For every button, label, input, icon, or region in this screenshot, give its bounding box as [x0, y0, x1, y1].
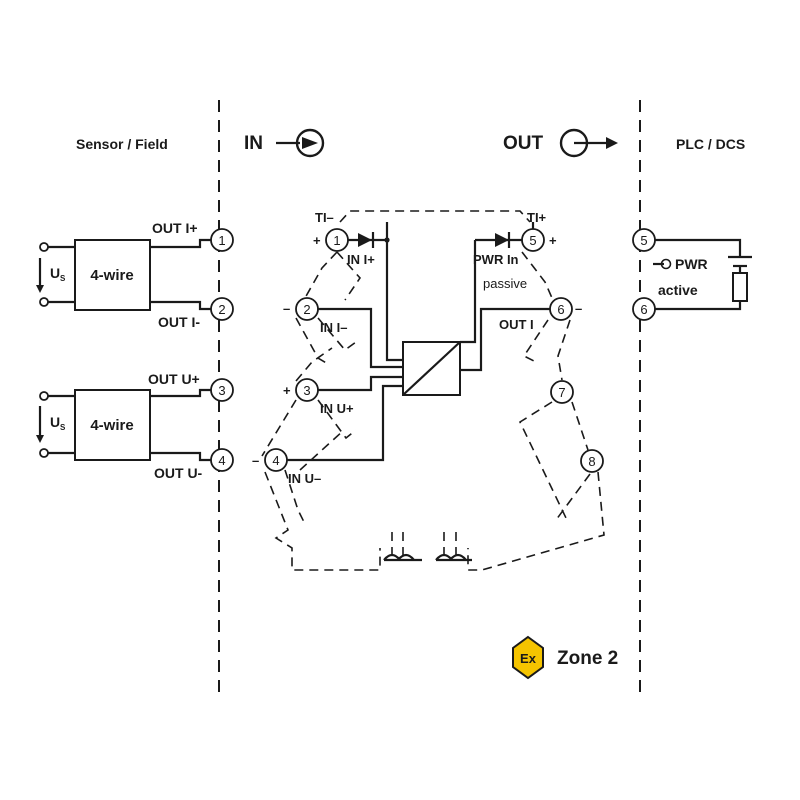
out-i-label: OUT I — [499, 317, 534, 332]
module-terminal-7-number: 7 — [558, 385, 565, 400]
terminal-2-polarity: – — [283, 301, 290, 316]
header-sensor-field: Sensor / Field — [76, 136, 168, 152]
in-u-plus-circuit: + 3 IN U+ — [283, 375, 403, 416]
out-u-plus-label: OUT U+ — [148, 371, 200, 387]
in-i-plus-label: IN I+ — [347, 252, 375, 267]
terminal-5-polarity: + — [549, 233, 557, 248]
in-i-minus-circuit: – 2 IN I– — [283, 297, 403, 369]
terminal-4-polarity: – — [252, 453, 259, 468]
out-i-minus-label: OUT I- — [158, 314, 200, 330]
module-terminal-4-number: 4 — [272, 453, 279, 468]
in-u-plus-label: IN U+ — [320, 401, 354, 416]
terminal-3-polarity: + — [283, 383, 291, 398]
supply-voltage-subscript-1: S — [60, 274, 66, 283]
plc-terminal-5: 5 — [632, 228, 656, 252]
zone-label: Zone 2 — [557, 648, 618, 669]
header-in: IN — [244, 133, 263, 154]
module-terminal-5-number: 5 — [529, 233, 536, 248]
pwr-in-passive-circuit: 5 + PWR In passive — [460, 222, 557, 344]
out-arrow-icon — [559, 128, 618, 158]
terminal-8: 8 — [580, 449, 604, 473]
pwr-in-label: PWR In — [473, 252, 519, 267]
header-plc-dcs: PLC / DCS — [676, 136, 745, 152]
plc-terminal-6-number: 6 — [640, 302, 647, 317]
field-terminal-1: 1 — [210, 228, 234, 252]
sensor-current-label: 4-wire — [90, 267, 133, 284]
module-top-dashed — [339, 210, 531, 223]
module-terminal-6-number: 6 — [557, 302, 564, 317]
module-terminal-3-number: 3 — [303, 383, 310, 398]
passive-label: passive — [483, 276, 527, 291]
signal-converter-icon — [402, 341, 461, 396]
sensor-voltage-4wire: 4-wire U S OUT U+ OUT U- — [36, 371, 211, 481]
field-terminal-4-number: 4 — [218, 453, 225, 468]
in-i-plus-circuit: + 1 IN I+ — [313, 222, 403, 362]
module-housing-dashed — [261, 251, 605, 571]
module-terminal-8-number: 8 — [588, 454, 595, 469]
module-terminal-2-number: 2 — [303, 302, 310, 317]
supply-voltage-label-2: U — [50, 414, 60, 430]
field-terminal-2-number: 2 — [218, 302, 225, 317]
active-label: active — [658, 282, 698, 298]
field-terminal-1-number: 1 — [218, 233, 225, 248]
bottom-switch-group — [383, 532, 472, 562]
header-out: OUT — [503, 133, 544, 154]
field-terminal-3-number: 3 — [218, 383, 225, 398]
pwr-active-icon — [653, 258, 672, 270]
field-terminal-3: 3 — [210, 378, 234, 402]
out-u-minus-label: OUT U- — [154, 465, 203, 481]
ex-zone-badge: Ex Zone 2 — [512, 635, 618, 680]
supply-voltage-subscript-2: S — [60, 423, 66, 432]
terminal-6-polarity: – — [575, 301, 582, 316]
out-i-plus-label: OUT I+ — [152, 220, 198, 236]
plc-terminal-6: 6 — [632, 297, 656, 321]
sensor-current-4wire: 4-wire U S OUT I+ OUT I- — [36, 220, 211, 330]
field-terminal-4: 4 — [210, 448, 234, 472]
ti-minus-label: TI– — [315, 210, 334, 225]
ti-plus-label: TI+ — [527, 210, 547, 225]
terminal-7: 7 — [550, 380, 574, 404]
supply-voltage-label-1: U — [50, 265, 60, 281]
pwr-label: PWR — [675, 256, 708, 272]
sensor-voltage-label: 4-wire — [90, 417, 133, 434]
in-arrow-icon — [276, 128, 325, 158]
in-i-minus-label: IN I– — [320, 320, 347, 335]
in-u-minus-circuit: – 4 IN U– — [252, 384, 403, 486]
plc-terminal-5-number: 5 — [640, 233, 647, 248]
terminal-1-polarity: + — [313, 233, 321, 248]
field-terminal-2: 2 — [210, 297, 234, 321]
ex-symbol-icon: Ex — [520, 651, 537, 666]
out-i-circuit: 6 – OUT I — [460, 297, 582, 372]
in-u-minus-label: IN U– — [288, 471, 321, 486]
plc-supply-circuit: PWR active — [653, 238, 752, 311]
module-terminal-1-number: 1 — [333, 233, 340, 248]
